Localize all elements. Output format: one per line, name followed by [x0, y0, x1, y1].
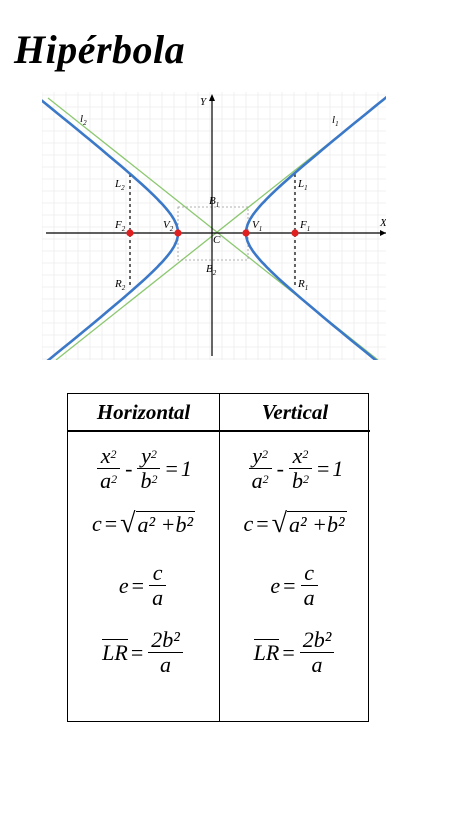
- fraction-y-b: y2 b2: [137, 444, 161, 493]
- lr-formula-horizontal: LR = 2b² a: [68, 628, 219, 677]
- c-formula-vertical: c = √a² +b²: [243, 508, 347, 539]
- horizontal-column: Horizontal x2 a2 - y2 b2 = 1 c = √a² +b²…: [68, 394, 220, 721]
- vertex-v1-point: [242, 229, 250, 237]
- point-c-label: C: [213, 234, 221, 246]
- point-f1-label: F1: [299, 219, 310, 233]
- minus-sign: -: [125, 455, 133, 481]
- point-b1-label: B1: [209, 195, 219, 209]
- asymptote-l2-label: l2: [80, 113, 87, 127]
- point-r1-label: R1: [297, 278, 308, 292]
- c-formula-horizontal: c = √a² +b²: [91, 508, 196, 539]
- formula-table: Horizontal x2 a2 - y2 b2 = 1 c = √a² +b²…: [67, 393, 370, 722]
- header-horizontal: Horizontal: [68, 394, 219, 431]
- square-root: √a² +b²: [120, 508, 196, 539]
- point-r2-label: R2: [114, 278, 126, 292]
- y-axis-label: Y: [200, 96, 208, 108]
- point-l2-label: L2: [114, 178, 125, 192]
- point-l1-label: L1: [297, 178, 308, 192]
- hyperbola-branch-left: [42, 99, 180, 360]
- fraction-x-a: x2 a2: [97, 444, 121, 493]
- vertex-v2-point: [174, 229, 182, 237]
- x-axis-arrow: [380, 230, 386, 236]
- e-formula-vertical: e = c a: [220, 561, 370, 610]
- point-v1-label: V1: [252, 219, 262, 233]
- point-f2-label: F2: [114, 219, 126, 233]
- equation-horizontal: x2 a2 - y2 b2 = 1: [68, 444, 219, 493]
- vertical-column: Vertical y2 a2 - x2 b2 = 1 c = √a² +b² e…: [220, 394, 370, 721]
- rhs-one: 1: [180, 455, 192, 481]
- hyperbola-diagram: Y X l2 l1 L2 L1 F2 V2 V1 F1 B1 B2 C R2 R…: [42, 92, 386, 360]
- equals-sign: =: [165, 455, 178, 481]
- e-formula-horizontal: e = c a: [68, 561, 219, 610]
- focus-f2-point: [126, 229, 134, 237]
- hyperbola-branch-right: [244, 95, 386, 360]
- grid: [42, 92, 386, 360]
- focus-f1-point: [291, 229, 299, 237]
- page-title: Hipérbola: [14, 27, 186, 72]
- point-b2-label: B2: [206, 263, 217, 277]
- asymptote-l1-label: l1: [332, 114, 339, 128]
- y-axis-arrow: [209, 94, 215, 101]
- lr-formula-vertical: LR = 2b² a: [220, 628, 370, 677]
- equation-vertical: y2 a2 - x2 b2 = 1: [220, 444, 370, 493]
- header-rule: [220, 431, 370, 432]
- point-v2-label: V2: [163, 219, 174, 233]
- x-axis-label: X: [379, 217, 386, 229]
- header-vertical: Vertical: [220, 394, 370, 431]
- header-rule: [68, 431, 219, 432]
